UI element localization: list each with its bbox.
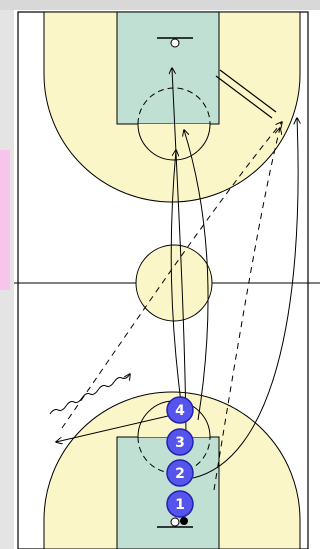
- top-lane: [116, 11, 220, 125]
- players: 4 3 2 1: [166, 396, 194, 525]
- screen-marker: [215, 75, 273, 119]
- cut-arrow: [56, 415, 169, 442]
- pass-arrow: [61, 122, 282, 429]
- dribble-arrow: [49, 374, 130, 415]
- player-4: [166, 396, 194, 424]
- pass-arrow: [213, 128, 280, 491]
- basket-icon: [170, 38, 180, 48]
- cut-arrow: [184, 130, 209, 421]
- bottom-lane: [116, 436, 220, 549]
- player-1: [166, 490, 194, 518]
- bottom-free-throw-circle-bottom: [137, 436, 211, 474]
- cut-arrow: [172, 68, 187, 437]
- center-circle: [135, 244, 213, 322]
- page-edge-accent: [0, 150, 10, 290]
- player-3: [166, 428, 194, 456]
- screen-marker: [219, 69, 277, 113]
- player-label: 4: [175, 403, 185, 419]
- player-2: [166, 459, 194, 487]
- player-label: 3: [175, 435, 185, 451]
- player-label: 2: [175, 466, 185, 482]
- player-label: 1: [175, 497, 185, 513]
- top-free-throw-circle-top: [137, 87, 211, 125]
- ball-icon: [180, 517, 188, 525]
- top-border: [0, 0, 320, 10]
- cut-arrow: [170, 150, 183, 411]
- basket-icon: [170, 517, 180, 527]
- top-free-throw-circle-bottom: [137, 123, 211, 161]
- cut-arrow: [192, 118, 298, 479]
